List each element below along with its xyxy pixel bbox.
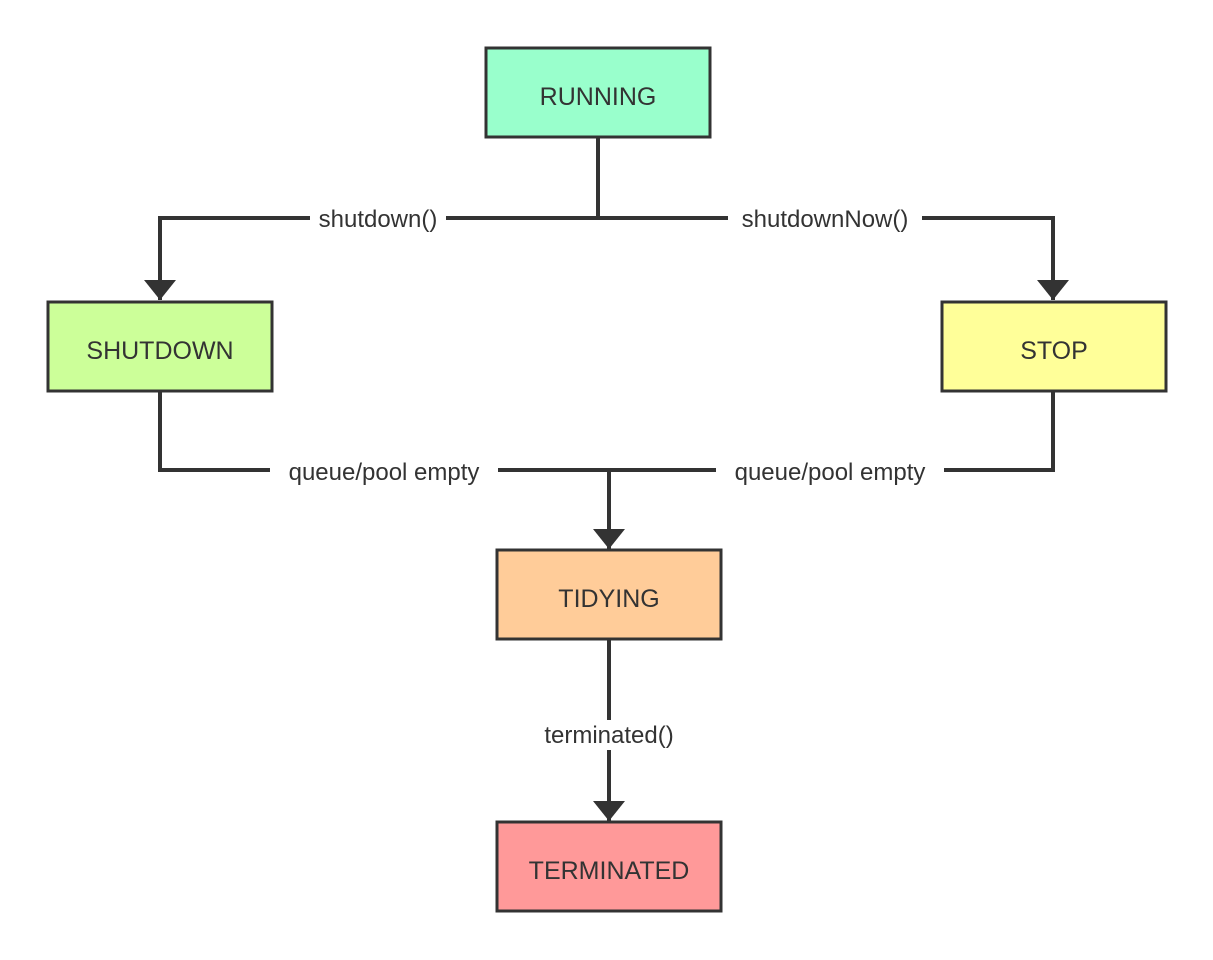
node-shutdown: SHUTDOWN [46, 300, 274, 393]
edge-label-shutdownnow-text: shutdownNow() [742, 206, 909, 233]
node-running: RUNNING [484, 46, 712, 139]
edge-label-shutdown: shutdown() [310, 204, 446, 234]
node-shutdown-box [46, 300, 274, 393]
edge-label-queue-empty-right: queue/pool empty [716, 457, 944, 487]
edge-label-shutdown-text: shutdown() [319, 206, 438, 233]
node-running-box [484, 46, 712, 139]
edge-label-queue-empty-left: queue/pool empty [270, 457, 498, 487]
node-terminated-box [495, 820, 723, 913]
node-terminated-label: TERMINATED [529, 857, 690, 885]
edge-label-queue-empty-right-text: queue/pool empty [735, 459, 926, 486]
node-terminated: TERMINATED [495, 820, 723, 913]
node-shutdown-label: SHUTDOWN [86, 337, 233, 365]
edge-label-terminated: terminated() [530, 720, 688, 750]
edge-label-terminated-text: terminated() [544, 722, 673, 749]
node-stop: STOP [940, 300, 1168, 393]
node-tidying: TIDYING [495, 548, 723, 641]
node-stop-label: STOP [1020, 337, 1088, 365]
node-tidying-box [495, 548, 723, 641]
node-tidying-label: TIDYING [558, 585, 659, 613]
node-running-label: RUNNING [540, 83, 657, 111]
edge-label-queue-empty-left-text: queue/pool empty [289, 459, 480, 486]
node-stop-box [940, 300, 1168, 393]
edge-label-shutdownnow: shutdownNow() [728, 204, 922, 234]
